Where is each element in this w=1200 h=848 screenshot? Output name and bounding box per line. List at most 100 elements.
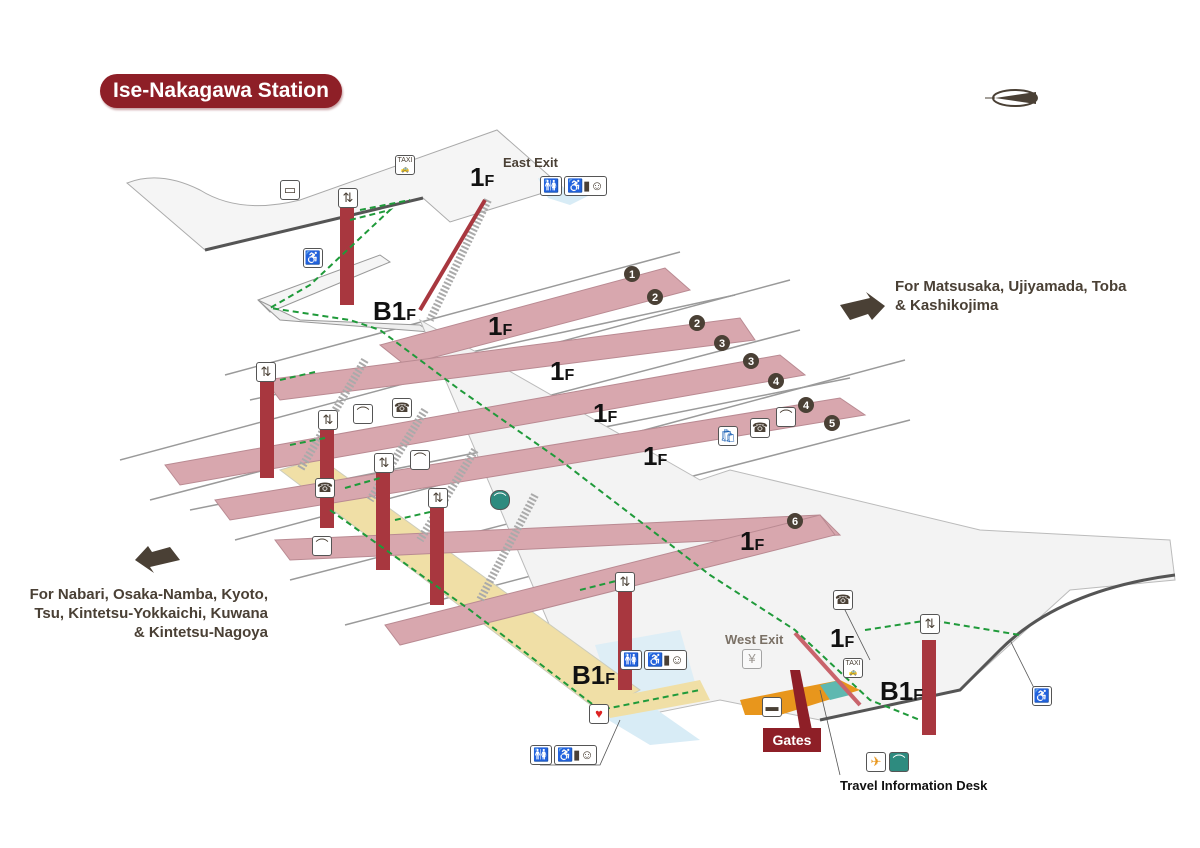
elevator-icon: ⇅ <box>338 188 358 208</box>
floor-num: B1 <box>373 296 407 326</box>
floor-num: 1 <box>740 526 755 556</box>
floor-num: 1 <box>643 441 658 471</box>
elevator-shaft <box>340 205 354 305</box>
direction-line: For Nabari, Osaka-Namba, Kyoto, <box>29 586 268 603</box>
accessible-facilities-icon: ♿▮☺ <box>644 650 687 670</box>
bus-icon: ▭ <box>280 180 300 200</box>
floor-label-b1f: B1F <box>373 298 416 329</box>
elevator-shaft <box>376 470 390 570</box>
direction-line: & Kashikojima <box>895 297 999 314</box>
floor-label-1f: 1F <box>470 164 494 195</box>
platform-number: 3 <box>719 338 725 350</box>
ticket-machine-icon: ¥ <box>742 649 762 669</box>
phone-icon: ☎ <box>750 418 770 438</box>
locker-icon: 🛍 <box>718 426 738 446</box>
floor-label-1f: 1F <box>740 528 764 559</box>
desk-leader <box>819 689 841 776</box>
elevator-icon: ⇅ <box>615 572 635 592</box>
travel-information-desk-label: Travel Information Desk <box>840 778 988 793</box>
floor-suffix: F <box>657 452 668 469</box>
stairs <box>366 407 429 503</box>
floor-suffix: F <box>502 322 513 339</box>
elevators <box>260 205 936 735</box>
floor-num: B1 <box>880 676 914 706</box>
elevator-icon: ⇅ <box>428 488 448 508</box>
platform-number: 4 <box>773 376 780 388</box>
east-exit-label: East Exit <box>503 155 558 170</box>
floor-num: 1 <box>488 311 503 341</box>
arrow-east-icon <box>840 292 885 320</box>
restroom-icon: 🚻 <box>530 745 553 765</box>
restroom-icon: 🚻 <box>540 176 563 196</box>
taxi-text: TAXI <box>397 157 413 164</box>
floor-suffix: F <box>913 687 924 704</box>
station-title: Ise-Nakagawa Station <box>100 74 342 108</box>
floor-num: 1 <box>550 356 565 386</box>
escalator <box>793 631 862 707</box>
ticket-office-icon: ▬ <box>762 697 782 717</box>
platform-number-markers <box>624 266 840 529</box>
taxi-icon: TAXI🚕 <box>843 658 863 678</box>
track-line <box>224 251 681 376</box>
floor-suffix: F <box>754 537 765 554</box>
phone-icon: ☎ <box>392 398 412 418</box>
floor-label-1f: 1F <box>488 313 512 344</box>
floor-num: B1 <box>572 660 606 690</box>
direction-west: For Nabari, Osaka-Namba, Kyoto, Tsu, Kin… <box>28 585 268 642</box>
gates-label: Gates <box>763 728 821 752</box>
aed-icon: ♥ <box>589 704 609 724</box>
floor-num: 1 <box>593 398 608 428</box>
waiting-room-icon: ⌒ <box>889 752 909 772</box>
escalator <box>418 198 487 312</box>
platform-number: 2 <box>694 318 700 330</box>
tourist-information-icon: ✈ <box>866 752 886 772</box>
platform-number: 1 <box>629 269 635 281</box>
west-exit-label: West Exit <box>725 632 784 647</box>
floor-suffix: F <box>484 173 495 190</box>
floor-num: 1 <box>830 623 845 653</box>
accessible-facilities-icon: ♿▮☺ <box>564 176 607 196</box>
arrow-west-icon <box>135 546 180 573</box>
platform-number: 6 <box>792 516 798 528</box>
platform-number: 3 <box>748 356 754 368</box>
gates-pointer <box>790 670 812 730</box>
slope-ramp <box>257 254 392 313</box>
floor-label-b1f: B1F <box>572 662 615 693</box>
elevator-icon: ⇅ <box>374 453 394 473</box>
elevator-shaft <box>260 378 274 478</box>
elevator-shaft <box>430 505 444 605</box>
platform-1-2 <box>378 267 692 366</box>
floor-label-1f: 1F <box>830 625 854 656</box>
floor-label-b1f: B1F <box>880 678 923 709</box>
rest-area-icon: ⌒ <box>776 407 796 427</box>
platform-number: 5 <box>829 418 835 430</box>
platform-2-3 <box>264 317 756 401</box>
floor-suffix: F <box>406 307 417 324</box>
wheelchair-icon: ♿ <box>1032 686 1052 706</box>
elevator-icon: ⇅ <box>920 614 940 634</box>
rest-area-icon: ⌒ <box>410 450 430 470</box>
floor-label-1f: 1F <box>550 358 574 389</box>
stairs <box>296 357 369 473</box>
taxi-icon: TAXI🚕 <box>395 155 415 175</box>
platform-number: 4 <box>803 400 810 412</box>
direction-east: For Matsusaka, Ujiyamada, Toba & Kashiko… <box>895 277 1126 315</box>
floor-suffix: F <box>607 409 618 426</box>
phone-icon: ☎ <box>315 478 335 498</box>
direction-line: For Matsusaka, Ujiyamada, Toba <box>895 278 1127 295</box>
platform-number: 2 <box>652 292 658 304</box>
rest-area-icon: ⌒ <box>312 536 332 556</box>
wheelchair-icon: ♿ <box>303 248 323 268</box>
elevator-icon: ⇅ <box>256 362 276 382</box>
platform-6 <box>274 514 842 561</box>
floor-label-1f: 1F <box>643 443 667 474</box>
phone-icon: ☎ <box>833 590 853 610</box>
elevator-shaft <box>618 590 632 690</box>
compass-icon <box>985 89 1038 107</box>
direction-line: Tsu, Kintetsu-Yokkaichi, Kuwana <box>34 605 268 622</box>
direction-line: & Kintetsu-Nagoya <box>133 624 268 641</box>
platform-6-lower <box>384 514 836 646</box>
accessible-facilities-icon: ♿▮☺ <box>554 745 597 765</box>
floor-suffix: F <box>844 634 855 651</box>
